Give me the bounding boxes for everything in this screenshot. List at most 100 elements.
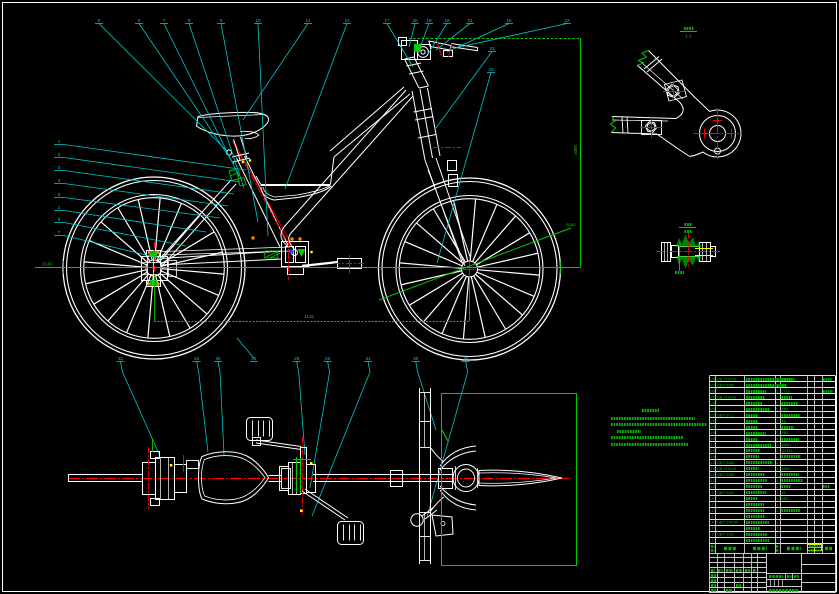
svg-text:7: 7	[163, 18, 166, 23]
svg-text:2: 2	[776, 539, 778, 543]
svg-text:QB/T 2191: QB/T 2191	[717, 491, 734, 495]
svg-text:2: 2	[776, 485, 778, 489]
svg-text:1: 1	[776, 515, 778, 519]
svg-text:27: 27	[710, 383, 714, 387]
svg-text:1: 1	[776, 389, 778, 393]
svg-text:2: 2	[776, 455, 778, 459]
svg-text:1: 1	[58, 139, 61, 144]
svg-text:19: 19	[426, 18, 432, 23]
svg-text:23: 23	[489, 46, 495, 51]
svg-text:6: 6	[58, 217, 61, 222]
svg-text:4: 4	[776, 467, 778, 471]
svg-text:2: 2	[776, 395, 778, 399]
svg-text:T8: T8	[782, 419, 786, 423]
svg-text:Q235A: Q235A	[782, 449, 794, 453]
svg-text:QB 1714-93: QB 1714-93	[717, 395, 736, 399]
svg-text:1: 1	[776, 527, 778, 531]
svg-text:10: 10	[710, 485, 714, 489]
svg-text:34: 34	[194, 356, 200, 361]
svg-text:1: 1	[776, 378, 778, 382]
svg-text:2: 2	[712, 533, 714, 537]
svg-text:2: 2	[776, 473, 778, 477]
svg-text:2: 2	[776, 425, 778, 429]
svg-text:2: 2	[776, 407, 778, 411]
svg-text:16: 16	[710, 449, 714, 453]
svg-text:ABS: ABS	[782, 497, 790, 501]
svg-text:36: 36	[215, 356, 221, 361]
svg-text:14: 14	[710, 461, 714, 465]
svg-text:GB/T 5356: GB/T 5356	[717, 461, 734, 465]
svg-text:45: 45	[782, 491, 786, 495]
svg-text:ABS: ABS	[782, 407, 790, 411]
svg-text:GB/T 276-94: GB/T 276-94	[717, 521, 738, 525]
svg-text:26: 26	[710, 389, 714, 393]
svg-text:8: 8	[712, 497, 714, 501]
svg-text:1: 1	[776, 503, 778, 507]
svg-text:7: 7	[58, 230, 61, 235]
svg-text:15: 15	[506, 18, 512, 23]
svg-text:1: 1	[712, 539, 714, 543]
svg-text:45: 45	[782, 383, 786, 387]
svg-text:5: 5	[98, 18, 101, 23]
svg-text:18: 18	[444, 18, 450, 23]
svg-text:29: 29	[463, 356, 469, 361]
svg-text:ABS: ABS	[782, 431, 790, 435]
svg-text:10: 10	[255, 18, 261, 23]
svg-text:R340: R340	[566, 222, 576, 227]
svg-text:1: 1	[776, 509, 778, 513]
svg-text:12: 12	[344, 18, 350, 23]
svg-text:1: 1	[776, 521, 778, 525]
svg-text:21: 21	[467, 18, 473, 23]
svg-text:6: 6	[712, 509, 714, 513]
svg-text:5: 5	[712, 515, 714, 519]
svg-text:21: 21	[710, 419, 714, 423]
svg-text:QB 1714-93: QB 1714-93	[717, 378, 736, 382]
svg-text:3: 3	[712, 527, 714, 531]
svg-text:28: 28	[294, 356, 300, 361]
svg-text:15: 15	[710, 455, 714, 459]
svg-text:11: 11	[711, 479, 715, 483]
svg-text:65Mn: 65Mn	[782, 467, 791, 471]
svg-text:1: 1	[776, 449, 778, 453]
svg-text:24: 24	[710, 401, 714, 405]
svg-text:4: 4	[58, 178, 61, 183]
svg-text:QB/T 2191: QB/T 2191	[717, 533, 734, 537]
svg-text:22: 22	[710, 413, 714, 417]
svg-text:1126: 1126	[304, 314, 314, 319]
svg-text:20: 20	[710, 425, 714, 429]
svg-text:1: 1	[776, 491, 778, 495]
svg-text:4: 4	[712, 521, 714, 525]
svg-text:20: 20	[412, 18, 418, 23]
svg-text:1060: 1060	[573, 144, 578, 155]
svg-text:2: 2	[776, 419, 778, 423]
svg-text:LY12: LY12	[782, 389, 790, 393]
svg-text:24: 24	[488, 67, 494, 72]
svg-text:1: 1	[776, 497, 778, 501]
svg-text:3: 3	[58, 165, 61, 170]
svg-text:23: 23	[710, 407, 714, 411]
svg-text:GB/T 5356: GB/T 5356	[717, 383, 734, 387]
svg-text:QB 1714-93: QB 1714-93	[717, 467, 736, 471]
svg-text:2: 2	[776, 533, 778, 537]
svg-text:6: 6	[138, 18, 141, 23]
svg-text:25: 25	[251, 356, 257, 361]
svg-text:18: 18	[710, 437, 714, 441]
svg-text:9: 9	[712, 491, 714, 495]
svg-text:GB/T 97.1: GB/T 97.1	[717, 413, 733, 417]
svg-text:9: 9	[220, 18, 223, 23]
svg-text:31: 31	[365, 356, 371, 361]
svg-text:17: 17	[384, 18, 390, 23]
svg-text:4: 4	[776, 461, 778, 465]
svg-text:8: 8	[188, 18, 191, 23]
svg-text:2: 2	[58, 152, 61, 157]
svg-text:GB/T 5356: GB/T 5356	[717, 473, 734, 477]
svg-text:1:1: 1:1	[685, 34, 692, 39]
svg-text:12: 12	[710, 473, 714, 477]
svg-text:32: 32	[118, 356, 124, 361]
svg-text:1: 1	[776, 479, 778, 483]
svg-text:1: 1	[776, 383, 778, 387]
svg-text:7: 7	[712, 503, 714, 507]
svg-text:11: 11	[306, 18, 311, 23]
svg-text:17: 17	[710, 443, 714, 447]
svg-text:13: 13	[710, 467, 714, 471]
